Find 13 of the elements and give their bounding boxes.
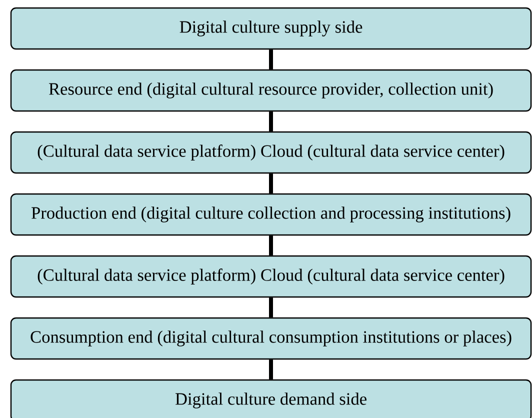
- connector-line: [269, 50, 273, 70]
- process-box: Digital culture supply side: [10, 7, 532, 50]
- process-box: (Cultural data service platform) Cloud (cultural data service center): [10, 131, 532, 174]
- connector-line: [269, 360, 273, 380]
- connector-line: [269, 174, 273, 194]
- process-box: (Cultural data service platform) Cloud (cultural data service center): [10, 255, 532, 298]
- process-box: Digital culture demand side: [10, 379, 532, 418]
- process-box: Resource end (digital cultural resource provider, collection unit): [10, 69, 532, 112]
- process-box: Production end (digital culture collection and processing institutions): [10, 193, 532, 236]
- connector-line: [269, 236, 273, 256]
- process-box: Consumption end (digital cultural consumption institutions or places): [10, 317, 532, 360]
- connector-line: [269, 298, 273, 318]
- connector-line: [269, 112, 273, 132]
